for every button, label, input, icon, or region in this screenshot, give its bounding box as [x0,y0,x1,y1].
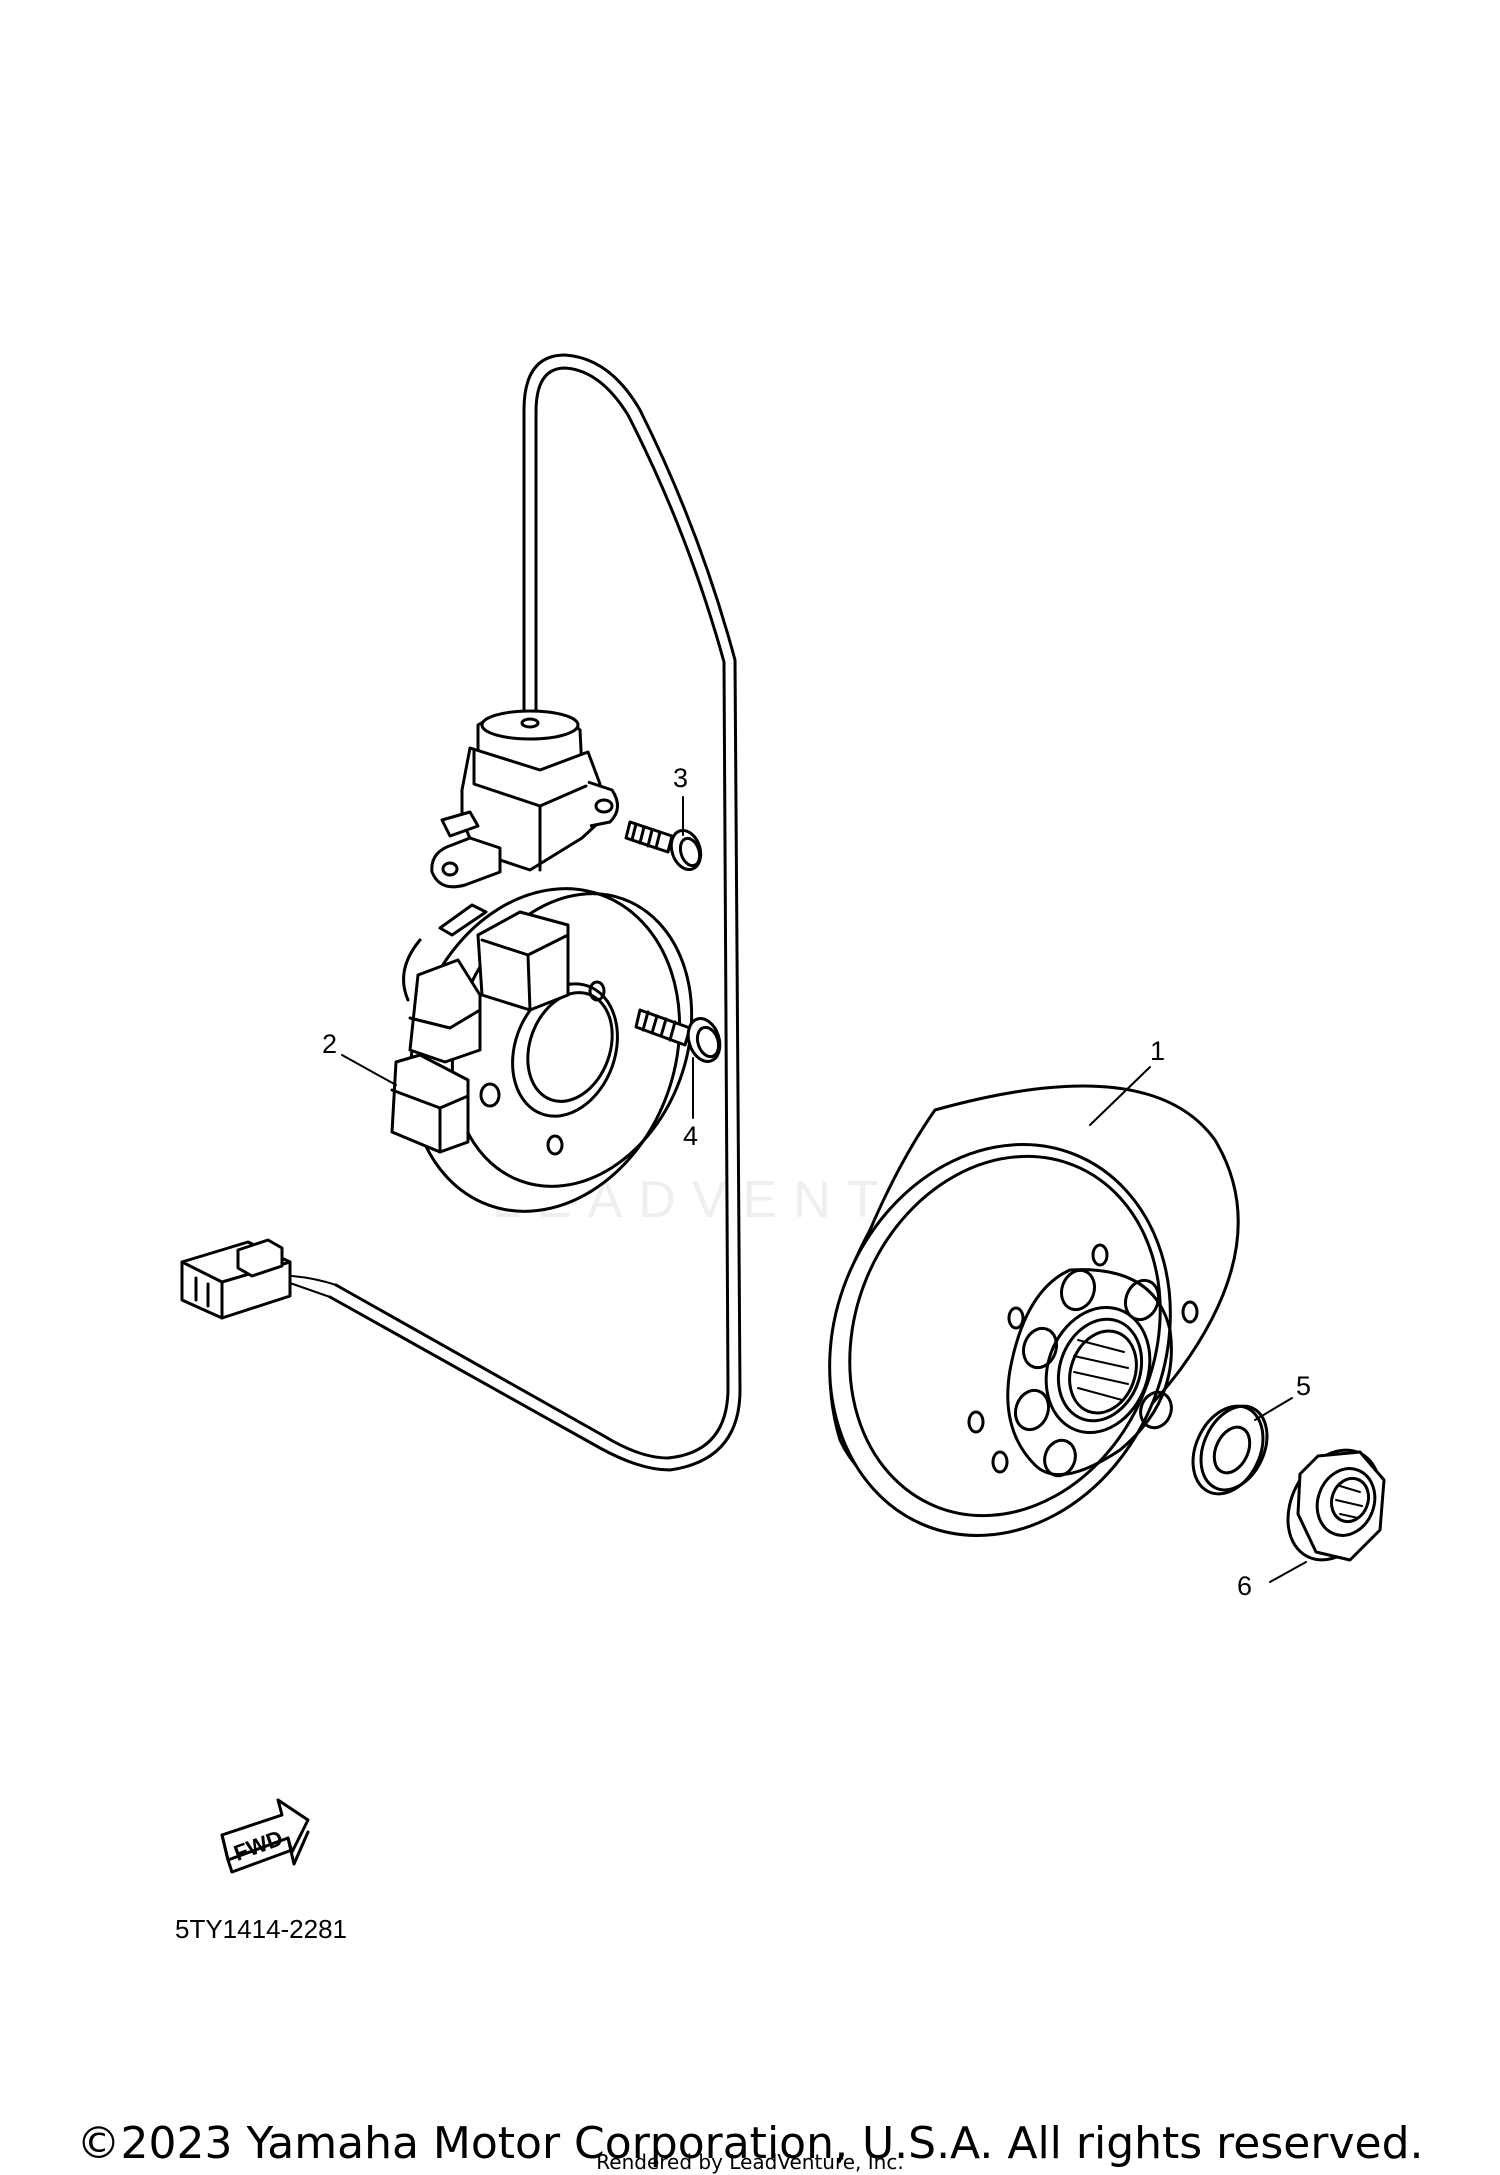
callout-4: 4 [683,1121,698,1151]
callout-labels: 1 2 3 4 5 6 [322,763,1311,1601]
rendered-by-credit: Rendered by LeadVenture, Inc. [596,2150,904,2174]
callout-2: 2 [322,1029,337,1059]
callout-5: 5 [1296,1371,1311,1401]
washer-5 [1191,1404,1269,1496]
stator [390,887,694,1213]
copyright-notice: ©2023 Yamaha Motor Corporation, U.S.A. A… [76,2118,1424,2169]
callout-3: 3 [673,763,688,793]
screw-3 [624,820,703,872]
pickup-coil [430,709,619,937]
leader-lines [341,796,1307,1583]
wire-harness [289,353,742,1472]
flange-nut-6 [1286,1448,1386,1562]
drawing-code: 5TY1414-2281 [175,1914,348,1944]
flywheel-rotor [828,1084,1240,1537]
wire-connector [180,1238,292,1320]
callout-1: 1 [1150,1036,1165,1066]
screw-4 [634,1008,722,1063]
callout-6: 6 [1237,1571,1252,1601]
fwd-arrow-icon: FWD [220,1798,310,1874]
